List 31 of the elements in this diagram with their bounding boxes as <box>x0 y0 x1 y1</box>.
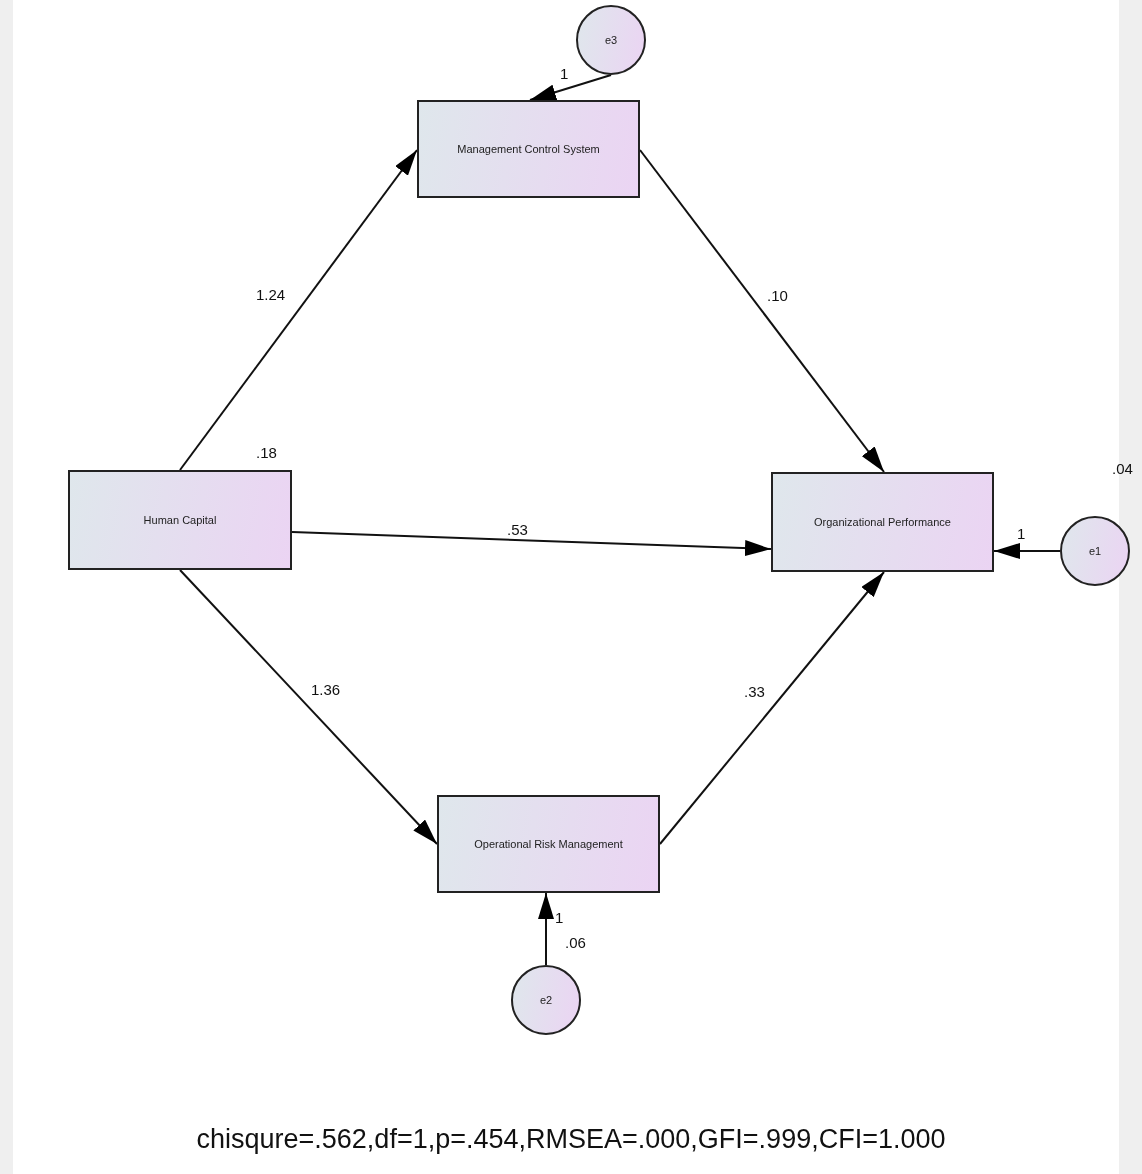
variable-box <box>417 100 640 198</box>
variable-box <box>771 472 994 572</box>
arrow <box>538 892 554 966</box>
arrow <box>993 543 1061 559</box>
variable-name: e1 <box>1088 545 1102 557</box>
variable-box <box>437 795 660 893</box>
path-coefficient: .53 <box>507 522 528 537</box>
arrow <box>179 149 418 471</box>
variable-name: Human Capital <box>143 514 217 526</box>
path-coefficient: 1.36 <box>311 682 341 697</box>
path-coefficient: 1 <box>555 910 564 925</box>
variable-name: e2 <box>539 994 553 1006</box>
path-coefficient: 1.24 <box>256 287 286 302</box>
path-coefficient: .10 <box>767 288 788 303</box>
arrow <box>179 569 438 845</box>
variance-estimate: .18 <box>256 445 277 460</box>
fit-statistics-caption: chisqure=.562,df=1,p=.454,RMSEA=.000,GFI=.999,CFI=1.000 <box>196 1124 946 1154</box>
variable-box <box>68 470 292 570</box>
path-coefficient: 1 <box>560 66 569 81</box>
variance-estimate: .06 <box>565 935 586 950</box>
arrow <box>291 531 772 557</box>
variable-name: Organizational Performance <box>814 516 951 528</box>
arrow <box>659 571 885 845</box>
arrow <box>529 74 612 101</box>
arrow <box>639 149 885 473</box>
variable-name: Management Control System <box>457 143 600 155</box>
variance-estimate: .04 <box>1112 461 1133 476</box>
path-coefficient: .33 <box>744 684 765 699</box>
path-coefficient: 1 <box>1017 526 1026 541</box>
variable-name: Operational Risk Management <box>474 838 623 850</box>
variable-name: e3 <box>604 34 618 46</box>
